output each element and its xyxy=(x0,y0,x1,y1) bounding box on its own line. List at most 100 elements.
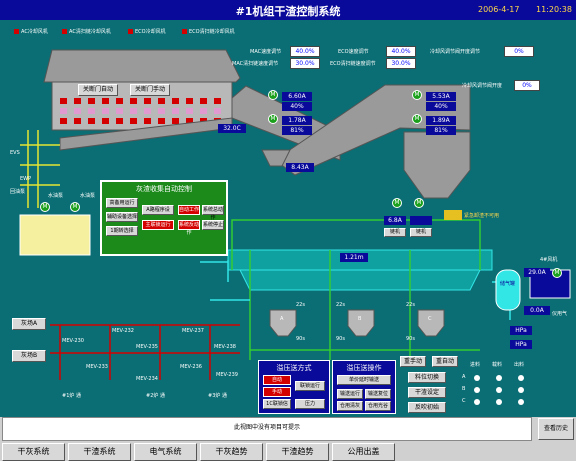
fan-indicator xyxy=(102,98,109,104)
process-diagram xyxy=(19,49,571,380)
cool-deg-value: 0% xyxy=(514,80,540,91)
air-receiver-tank xyxy=(495,269,521,311)
status-indicator xyxy=(474,387,480,393)
tab-dry-slag[interactable]: 干渣系统 xyxy=(68,443,131,461)
fan-indicator xyxy=(200,98,207,104)
tab-ash-trend[interactable]: 干灰趋势 xyxy=(200,443,263,461)
conveyor1-speed: 40% xyxy=(282,102,312,111)
tab-public[interactable]: 公用出盖 xyxy=(332,443,395,461)
auto-btn-8[interactable]: 系统反动作 xyxy=(178,220,200,236)
mac-speed-label: MAC速度调节 xyxy=(250,49,282,55)
air-pipes xyxy=(200,260,511,320)
instrument-air-label: 仪用气 xyxy=(552,311,568,317)
fan-indicator xyxy=(88,98,95,104)
mode-auto-button[interactable]: 自动 xyxy=(263,375,291,385)
silo-motor-2[interactable]: M xyxy=(414,198,424,208)
tab-slag-trend[interactable]: 干渣趋势 xyxy=(266,443,329,461)
fan-indicator xyxy=(74,98,81,104)
legend-eco-fan: ECO冷却风机 xyxy=(128,28,166,35)
water-pump1-motor[interactable]: M xyxy=(40,202,50,212)
silo-chain-btn-2[interactable]: 链机 xyxy=(410,228,432,237)
pneumatic-pipes xyxy=(231,219,481,360)
ash-field-a-button[interactable]: 灰场A xyxy=(12,318,46,330)
ash-hopper-body xyxy=(239,269,481,291)
mev-230: MEV-230 xyxy=(62,338,84,344)
auto-btn-4[interactable]: A路程序设 xyxy=(142,205,174,215)
mode-ic-button[interactable]: 1C联锁信 xyxy=(263,399,291,409)
mac-clean-value[interactable]: 30.0% xyxy=(290,58,320,69)
eco-clean-value[interactable]: 30.0% xyxy=(386,58,416,69)
op-run-button[interactable]: 输送运行 xyxy=(337,389,363,399)
auto-btn-7[interactable]: 系统总动作 xyxy=(202,205,224,221)
timer-2: 22s xyxy=(336,302,345,308)
auto-btn-2[interactable]: 辅助设备选择 xyxy=(106,212,138,222)
blower-current-2: 0.0A xyxy=(524,306,550,315)
ash-field-b-button[interactable]: 灰场B xyxy=(12,350,46,362)
auto-btn-1[interactable]: 高备用运行 xyxy=(106,198,138,208)
conveyor2-motor[interactable]: M xyxy=(412,90,422,100)
fan-indicator xyxy=(158,98,165,104)
ind-row-a: A xyxy=(462,374,466,380)
op-single-delay-button[interactable]: 单价延时输送 xyxy=(337,375,391,385)
backflush-init-button[interactable]: 反吹初始 xyxy=(408,402,446,413)
fan-indicator xyxy=(144,118,151,124)
op-clean-button[interactable]: 仓用清灰 xyxy=(337,401,363,411)
water-pump2-motor[interactable]: M xyxy=(70,202,80,212)
cool-open-value[interactable]: 0% xyxy=(504,46,534,57)
ind-row-b: B xyxy=(462,386,466,392)
date-display: 2006-4-17 xyxy=(478,5,520,14)
mode-pressure-button[interactable]: 压力 xyxy=(295,399,325,409)
heavy-manual-button[interactable]: 重手动 xyxy=(400,356,426,367)
window-title: #1机组干渣控制系统 xyxy=(235,5,341,18)
conveyor1-motor[interactable]: M xyxy=(268,90,278,100)
conveyor2-current: 5.53A xyxy=(426,92,456,101)
conveyor2-clean-motor[interactable]: M xyxy=(412,114,422,124)
auto-btn-5[interactable]: 主联锁运行 xyxy=(142,220,174,230)
fan-indicator xyxy=(116,98,123,104)
legend-eco-clean-fan: ECO清扫链冷却风机 xyxy=(182,28,235,35)
shutoff-door-auto-button[interactable]: 关断门自动 xyxy=(78,84,118,96)
auto-btn-9[interactable]: 系统停止 xyxy=(202,220,224,230)
status-indicator xyxy=(496,387,502,393)
mev-232: MEV-232 xyxy=(112,328,134,334)
slag-setting-button[interactable]: 干渣设定 xyxy=(408,387,446,398)
conveyor2-clean-pct: 81% xyxy=(426,126,456,135)
status-indicator xyxy=(496,375,502,381)
crusher xyxy=(261,149,291,167)
op-reset-button[interactable]: 输送复位 xyxy=(365,389,391,399)
fan-indicator xyxy=(172,98,179,104)
mode-interlock-button[interactable]: 联锁运行 xyxy=(295,381,325,391)
op-light-button[interactable]: 仓用光谷 xyxy=(365,401,391,411)
fan-indicator xyxy=(200,108,207,114)
silo-chain-btn-1[interactable]: 链机 xyxy=(384,228,406,237)
conveyor1-clean-motor[interactable]: M xyxy=(268,114,278,124)
tank-b-label: B xyxy=(358,316,362,322)
fan-indicator xyxy=(186,118,193,124)
blower-motor[interactable]: M xyxy=(552,268,562,278)
silo-current-2 xyxy=(410,216,432,225)
eco-speed-value[interactable]: 40.0% xyxy=(386,46,416,57)
shutoff-door-manual-button[interactable]: 关断门手动 xyxy=(130,84,170,96)
auto-btn-3[interactable]: 1期转选择 xyxy=(106,226,138,236)
fan-indicator xyxy=(144,108,151,114)
heavy-auto-button[interactable]: 重自动 xyxy=(432,356,458,367)
mac-speed-value[interactable]: 40.0% xyxy=(290,46,320,57)
fan-indicator xyxy=(88,108,95,114)
line-2: #2炉 通 xyxy=(146,393,165,399)
cool-deg-label: 冷却风调节阀开度 xyxy=(462,83,503,89)
fan-indicator xyxy=(74,108,81,114)
silo-motor-1[interactable]: M xyxy=(392,198,402,208)
auto-btn-6[interactable]: 自动工作 xyxy=(178,205,200,215)
fan-indicator xyxy=(214,108,221,114)
view-history-button[interactable]: 查看历史 xyxy=(538,418,574,440)
fan-indicator xyxy=(158,118,165,124)
tab-electrical[interactable]: 电气系统 xyxy=(134,443,197,461)
timer-6: 90s xyxy=(406,336,415,342)
mode-manual-button[interactable]: 手动 xyxy=(263,387,291,397)
fan-indicator xyxy=(74,118,81,124)
fan-indicator xyxy=(116,108,123,114)
tab-dry-ash[interactable]: 干灰系统 xyxy=(2,443,65,461)
level-switch-button[interactable]: 料位切换 xyxy=(408,372,446,383)
fan-indicator xyxy=(214,98,221,104)
ind-header-out: 出料 xyxy=(514,362,525,368)
